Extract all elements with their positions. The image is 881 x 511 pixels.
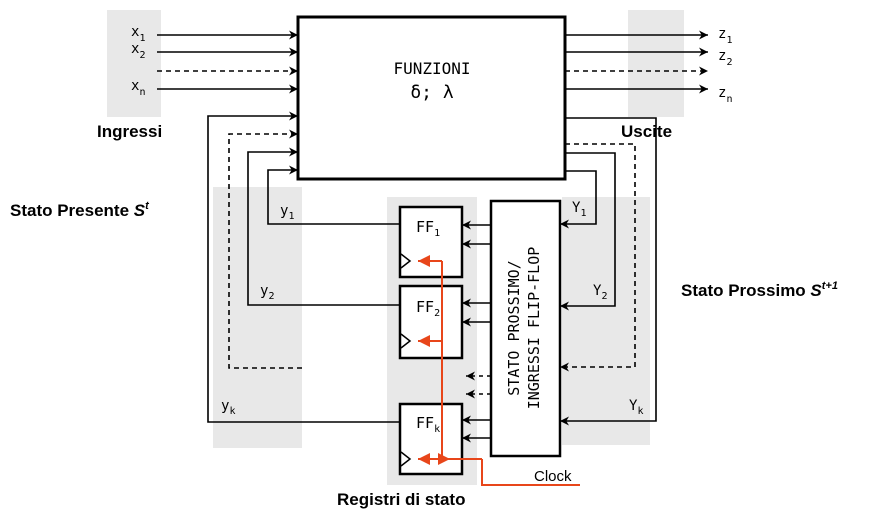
input-labels: x1 x2 xn [131,24,145,98]
outputs-region [628,10,684,117]
next-state-block: STATO PROSSIMO/ INGRESSI FLIP-FLOP [489,199,562,458]
present-label-y1: y1 [280,203,294,222]
next-state-line1: STATO PROSSIMO/ [505,260,523,395]
output-label-z2: z2 [718,48,732,68]
next-label-Y1: Y1 [572,200,586,219]
flipflop-ff1: FF1 [398,205,464,279]
input-label-x2: x2 [131,41,145,61]
flipflop-ff2: FF2 [398,284,464,360]
next-label-Yk: Yk [629,398,643,417]
flipflop-label-ff2: FF2 [416,298,440,319]
registri-label: Registri di stato [337,490,465,509]
output-label-zn: zn [718,85,732,105]
stato-presente-label: Stato Presente St [10,200,150,220]
ingressi-label: Ingressi [97,122,162,141]
present-state-labels: y1 y2 yk [221,203,294,417]
next-state-line2: INGRESSI FLIP-FLOP [525,247,543,410]
clock-label: Clock [534,468,572,485]
input-label-x1: x1 [131,24,145,44]
ff-input-arrows [462,220,491,443]
funzioni-title: FUNZIONI [393,59,470,78]
output-labels: z1 z2 zn [718,26,732,105]
next-label-Y2: Y2 [593,283,607,302]
output-lines [565,30,708,94]
inputs-region [107,10,161,117]
funzioni-formula: δ; λ [410,82,454,103]
input-label-xn: xn [131,78,145,98]
clock-line [418,255,580,486]
next-state-lines [560,117,657,426]
output-label-z1: z1 [718,26,732,46]
present-state-region [213,187,302,448]
funzioni-block: FUNZIONI δ; λ [296,15,567,181]
present-label-y2: y2 [260,283,274,302]
present-state-feedback [207,111,400,423]
input-lines [157,30,298,94]
uscite-label: Uscite [621,122,672,141]
next-state-labels: Y1 Y2 Yk [572,200,643,417]
stato-prossimo-label: Stato Prossimo St+1 [681,280,838,300]
flipflop-ffk: FFk [398,402,464,476]
flipflop-label-ffk: FFk [416,414,440,435]
present-label-yk: yk [221,398,235,417]
flipflop-label-ff1: FF1 [416,218,440,239]
